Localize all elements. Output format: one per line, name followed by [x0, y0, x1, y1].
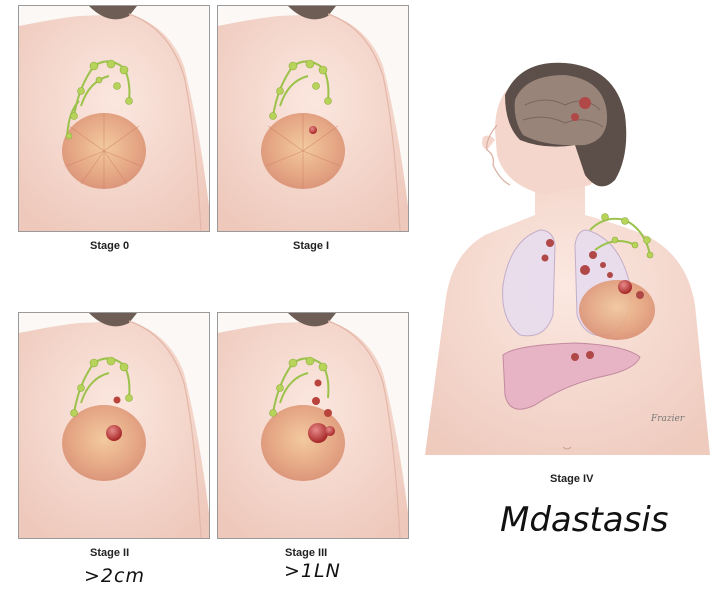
- stage-1-panel: [217, 5, 409, 232]
- tumor-medium: [106, 425, 122, 441]
- tumor-large: [308, 423, 328, 443]
- stage-2-label: Stage II: [90, 547, 129, 559]
- artist-signature: Frazier: [651, 414, 684, 424]
- stage-4-annotation: Mdastasis: [500, 500, 669, 540]
- stage-1-label: Stage I: [293, 240, 329, 252]
- stage-2-panel: [18, 312, 210, 539]
- stage-3-annotation: >1LN: [284, 560, 341, 582]
- stage-0-panel: [18, 5, 210, 232]
- stage-0-label: Stage 0: [90, 240, 129, 252]
- stage-4-illustration: [425, 55, 710, 455]
- stage-3-panel: [217, 312, 409, 539]
- stage-2-annotation: >2cm: [84, 565, 145, 587]
- stage-3-label: Stage III: [285, 547, 327, 559]
- stage-4-label: Stage IV: [550, 473, 593, 485]
- tumor-small: [309, 126, 317, 134]
